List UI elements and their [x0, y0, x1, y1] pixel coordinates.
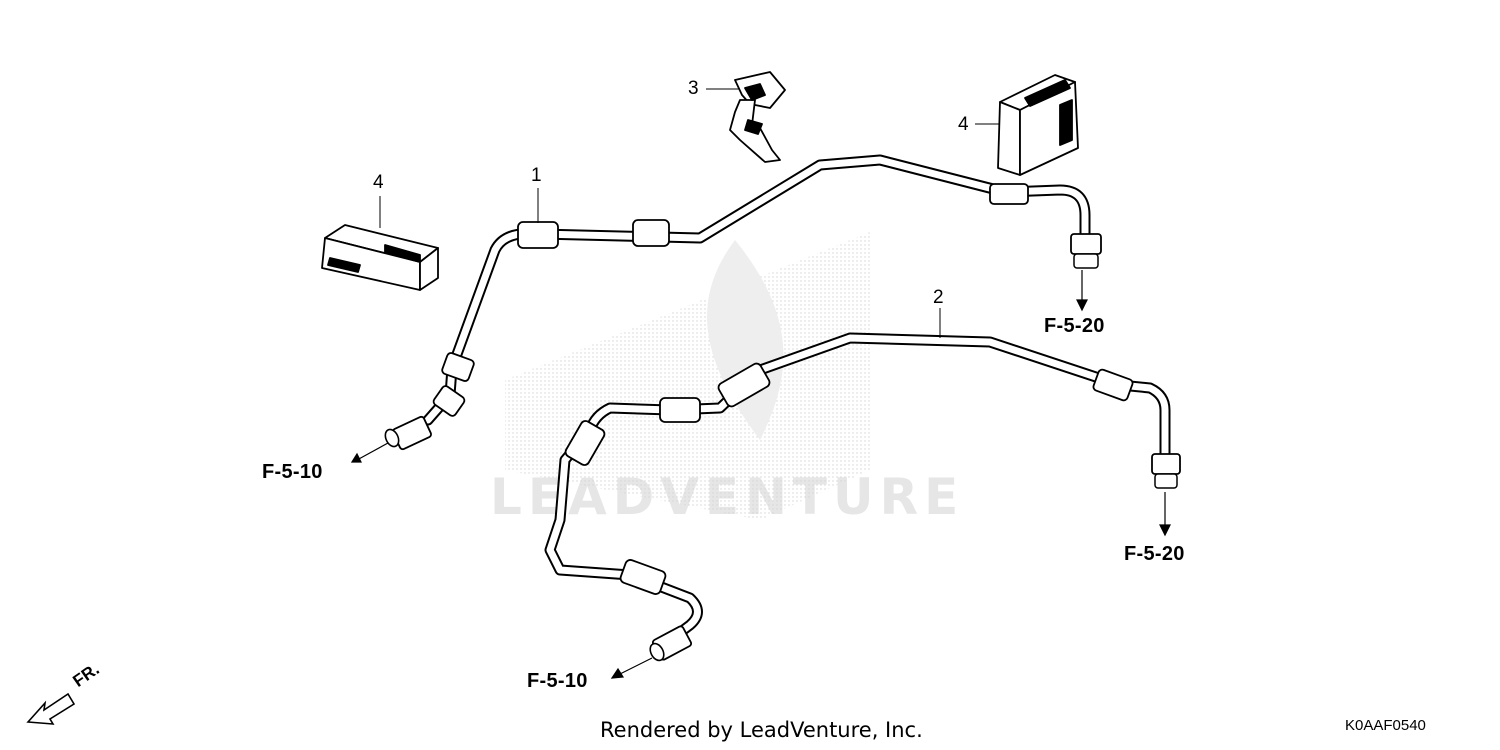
leader-lines: [379, 88, 1000, 338]
clip-4-right[interactable]: [997, 74, 1079, 176]
callout-1: 1: [531, 165, 542, 186]
callout-2: 2: [933, 287, 944, 308]
ref-label-upper-left[interactable]: F-5-10: [262, 461, 323, 483]
ref-label-upper-right[interactable]: F-5-20: [1044, 315, 1105, 337]
callout-4-right: 4: [958, 114, 969, 135]
callout-3: 3: [688, 78, 699, 99]
footer-credit: Rendered by LeadVenture, Inc.: [600, 718, 923, 742]
clip-4-left[interactable]: [321, 224, 439, 291]
ref-label-lower-right[interactable]: F-5-20: [1124, 543, 1185, 565]
reference-arrows: [350, 270, 1171, 679]
ref-label-lower-left[interactable]: F-5-10: [527, 670, 588, 692]
callout-4-left: 4: [373, 172, 384, 193]
pipe-clamp-3[interactable]: [729, 71, 786, 163]
diagram-code: K0AAF0540: [1345, 717, 1426, 734]
brake-pipe-2[interactable]: [544, 332, 1181, 663]
front-arrow-icon: [26, 692, 76, 725]
brake-pipe-1[interactable]: [383, 154, 1102, 451]
